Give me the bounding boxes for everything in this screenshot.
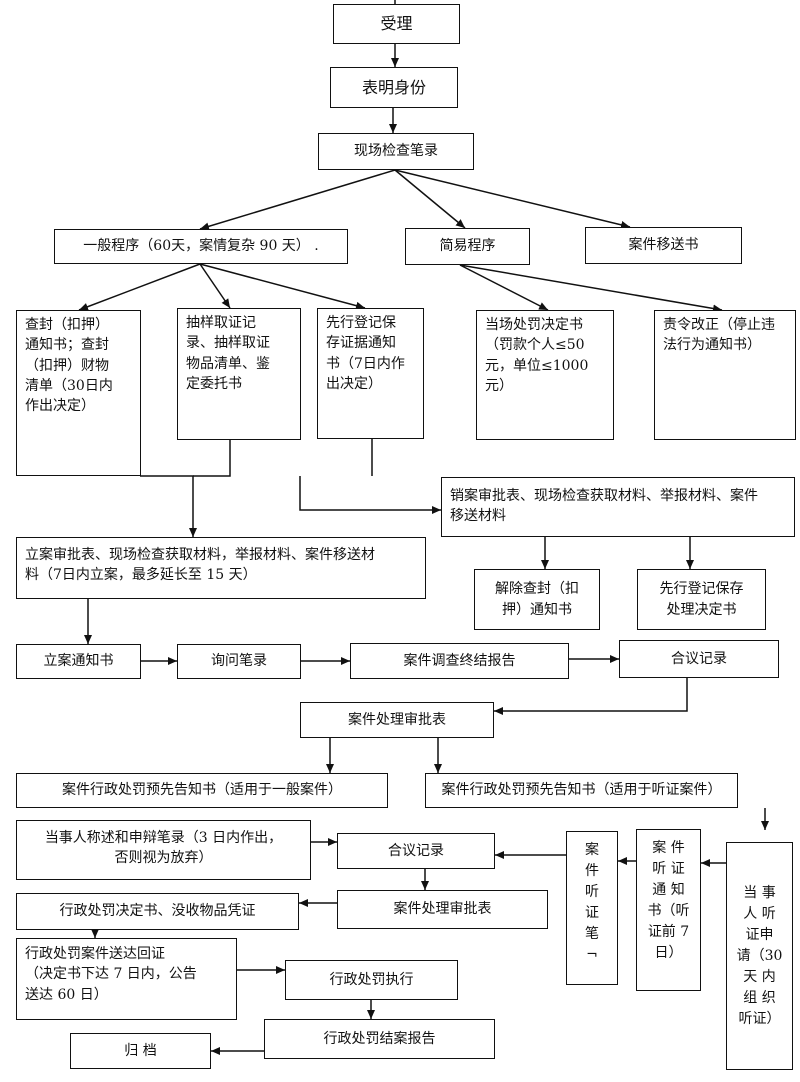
vertical-char: 案 xyxy=(585,842,599,858)
node-tingzheng-bilu: 案 件 听 证 笔 ¬ xyxy=(566,831,618,985)
vertical-line: 书（听 xyxy=(647,903,690,919)
node-zeling: 责令改正（停止违 法行为通知书） xyxy=(654,310,796,440)
vertical-line: 组 织 xyxy=(743,989,776,1006)
flow-arrow xyxy=(459,264,723,313)
vertical-line: 听 证 xyxy=(652,861,685,877)
vertical-line: 通 知 xyxy=(652,882,685,898)
node-diaocha: 案件调查终结报告 xyxy=(350,643,569,679)
node-yugao-yiban: 案件行政处罚预先告知书（适用于一般案件） xyxy=(16,773,388,808)
node-yugao-tingzheng: 案件行政处罚预先告知书（适用于听证案件） xyxy=(425,773,738,808)
node-dangchang: 当场处罚决定书 （罚款个人≤50 元，单位≤1000 元） xyxy=(476,310,614,440)
vertical-char: 听 xyxy=(585,884,599,900)
node-shouli: 受理 xyxy=(333,4,460,44)
node-guidang: 归 档 xyxy=(70,1033,211,1069)
node-heyi-1: 合议记录 xyxy=(619,640,779,678)
node-biaoming: 表明身份 xyxy=(330,67,458,108)
node-shenpi-2: 案件处理审批表 xyxy=(337,890,548,929)
vertical-char: ¬ xyxy=(586,947,598,963)
node-yisong: 案件移送书 xyxy=(585,227,742,264)
flow-arrow xyxy=(78,263,201,311)
node-tingzheng-tongzhi: 案 件 听 证 通 知 书（听 证前 7 日） xyxy=(636,829,701,991)
node-jianyi: 简易程序 xyxy=(405,228,530,265)
vertical-char: 证 xyxy=(585,905,599,921)
vertical-line: 证前 7 xyxy=(647,924,690,940)
flow-arrow xyxy=(459,264,549,311)
flow-arrow xyxy=(299,476,441,514)
node-lianshenpi: 立案审批表、现场检查获取材料，举报材料、案件移送材 料（7日内立案，最多延长至 … xyxy=(16,537,426,599)
node-chenshu: 当事人称述和申辩笔录（3 日内作出， 否则视为放弃） xyxy=(16,820,311,880)
node-xiaoan: 销案审批表、现场检查获取材料、举报材料、案件 移送材料 xyxy=(441,477,795,537)
vertical-char: 笔 xyxy=(585,926,599,942)
vertical-char: 件 xyxy=(585,863,599,879)
node-xianxing-chuli: 先行登记保存 处理决定书 xyxy=(637,569,766,630)
flow-line xyxy=(193,440,231,477)
vertical-line: 案 件 xyxy=(652,840,685,856)
node-shenpi-1: 案件处理审批表 xyxy=(300,702,494,738)
node-xianxing: 先行登记保 存证据通知 书（7日内作 出决定） xyxy=(317,308,424,439)
flow-arrow xyxy=(199,169,396,231)
node-songda: 行政处罚案件送达回证 （决定书下达 7 日内，公告 送达 60 日） xyxy=(16,938,237,1020)
node-xianchang: 现场检查笔录 xyxy=(318,133,474,170)
node-jiechu: 解除查封（扣 押）通知书 xyxy=(474,569,600,630)
node-zhixing: 行政处罚执行 xyxy=(285,960,458,1000)
flow-arrow xyxy=(199,263,366,310)
vertical-line: 人 听 xyxy=(743,905,776,922)
node-chouyang: 抽样取证记 录、抽样取证 物品清单、鉴 定委托书 xyxy=(177,308,301,440)
vertical-line: 日） xyxy=(654,945,683,961)
node-shenqing: 当 事 人 听 证申 请（30 天 内 组 织 听证） xyxy=(726,842,793,1070)
flow-arrow xyxy=(394,169,631,229)
node-yiban: 一般程序（60天，案情复杂 90 天） . xyxy=(54,229,348,264)
flow-arrow xyxy=(394,169,466,229)
vertical-line: 请（30 xyxy=(736,947,783,964)
node-heyi-2: 合议记录 xyxy=(337,833,495,869)
node-chafeng: 查封（扣押） 通知书；查封 （扣押）财物 清单（30日内 作出决定） xyxy=(16,310,141,476)
flow-arrow xyxy=(199,263,231,309)
node-lian-tongzhi: 立案通知书 xyxy=(16,644,141,679)
vertical-line: 听证） xyxy=(738,1010,781,1027)
vertical-line: 当 事 xyxy=(743,884,776,901)
flow-arrow xyxy=(494,678,688,715)
vertical-line: 证申 xyxy=(745,926,774,943)
node-xunwen: 询问笔录 xyxy=(177,644,301,679)
flow-arrow xyxy=(140,475,197,537)
node-jiean: 行政处罚结案报告 xyxy=(264,1019,495,1059)
node-jueding: 行政处罚决定书、没收物品凭证 xyxy=(16,893,299,930)
vertical-line: 天 内 xyxy=(743,968,776,985)
